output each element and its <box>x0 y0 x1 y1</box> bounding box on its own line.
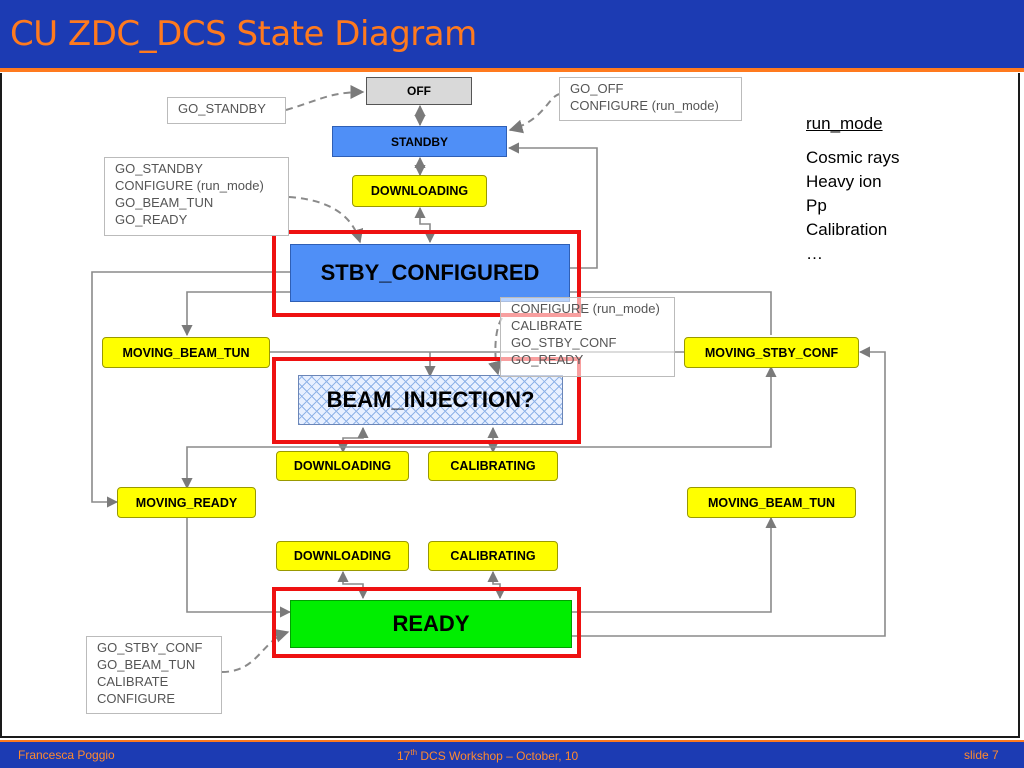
command-box-beam-injection: CONFIGURE (run_mode) CALIBRATE GO_STBY_C… <box>500 297 675 377</box>
command-item: GO_READY <box>511 352 584 367</box>
footer-event-ordinal: 17 <box>397 749 411 763</box>
state-ready: READY <box>290 600 572 648</box>
highlight-stby-configured <box>272 230 581 317</box>
dashed-standby-cmd <box>508 93 561 134</box>
highlight-beam-injection <box>272 357 581 444</box>
connector-stbyconf-standby <box>507 142 598 269</box>
diagram-frame <box>0 73 1020 738</box>
connector-ready-mbt <box>572 516 777 613</box>
state-moving-beam-tun-right: MOVING_BEAM_TUN <box>687 487 856 518</box>
command-item: GO_STBY_CONF <box>97 640 203 655</box>
state-downloading-standby: DOWNLOADING <box>352 175 487 207</box>
state-standby: STANDBY <box>332 126 507 157</box>
run-mode-item: Cosmic rays <box>806 148 900 167</box>
command-box-standby: GO_OFF CONFIGURE (run_mode) <box>559 77 742 121</box>
dashed-ready-cmd <box>221 629 290 673</box>
run-mode-item: Heavy ion <box>806 172 882 191</box>
connector-ready-calibrating <box>487 570 506 600</box>
command-item: CALIBRATE <box>97 674 169 689</box>
state-beam-injection: BEAM_INJECTION? <box>298 375 563 425</box>
connector-right-outer <box>572 346 886 637</box>
connector-mid-horizontal <box>181 365 777 490</box>
command-item: CONFIGURE (run_mode) <box>115 178 264 193</box>
run-mode-item: … <box>806 244 823 263</box>
state-off: OFF <box>366 77 472 105</box>
dashed-off-cmd <box>285 85 365 111</box>
command-item: GO_BEAM_TUN <box>115 195 214 210</box>
state-stby-configured: STBY_CONFIGURED <box>290 244 570 302</box>
slide-title: CU ZDC_DCS State Diagram <box>10 14 477 54</box>
state-downloading-beam: DOWNLOADING <box>276 451 409 481</box>
command-item: CALIBRATE <box>511 318 583 333</box>
footer-event-suffix: th <box>410 748 418 757</box>
command-item: CONFIGURE (run_mode) <box>511 301 660 316</box>
state-moving-beam-tun-left: MOVING_BEAM_TUN <box>102 337 270 368</box>
command-box-stby-configured: GO_STANDBY CONFIGURE (run_mode) GO_BEAM_… <box>104 157 289 236</box>
footer-event-rest: DCS Workshop – October, 10 <box>417 749 579 763</box>
command-item: GO_STANDBY <box>115 161 203 176</box>
footer-event: 17th DCS Workshop – October, 10 <box>397 748 578 763</box>
run-mode-item: Pp <box>806 196 827 215</box>
command-item: GO_STANDBY <box>178 101 266 116</box>
command-item: CONFIGURE (run_mode) <box>570 98 719 113</box>
dashed-stbyconf-cmd <box>288 196 364 244</box>
footer-author: Francesca Poggio <box>18 748 115 762</box>
footer-rule <box>0 740 1024 742</box>
command-item: GO_BEAM_TUN <box>97 657 196 672</box>
state-moving-ready: MOVING_READY <box>117 487 256 518</box>
run-mode-item: Calibration <box>806 220 888 239</box>
slide-footer <box>0 740 1024 768</box>
state-moving-stby-conf: MOVING_STBY_CONF <box>684 337 859 368</box>
state-calibrating-ready: CALIBRATING <box>428 541 558 571</box>
highlight-ready <box>272 587 581 658</box>
state-downloading-ready: DOWNLOADING <box>276 541 409 571</box>
connector-left-outer <box>91 271 290 508</box>
state-calibrating-beam: CALIBRATING <box>428 451 558 481</box>
command-item: GO_READY <box>115 212 188 227</box>
run-mode-title: run_mode <box>806 114 883 133</box>
header-rule <box>0 68 1024 72</box>
run-mode-panel: run_mode Cosmic rays Heavy ion Pp Calibr… <box>806 112 900 266</box>
command-item: CONFIGURE <box>97 691 175 706</box>
connector-movingready-ready <box>186 518 292 618</box>
slide-header <box>0 0 1024 68</box>
footer-slide-number: slide 7 <box>964 748 999 762</box>
command-item: GO_OFF <box>570 81 624 96</box>
command-box-off: GO_STANDBY <box>167 97 286 124</box>
command-item: GO_STBY_CONF <box>511 335 617 350</box>
connector-ready-downloading <box>337 570 369 600</box>
command-box-ready: GO_STBY_CONF GO_BEAM_TUN CALIBRATE CONFI… <box>86 636 222 714</box>
